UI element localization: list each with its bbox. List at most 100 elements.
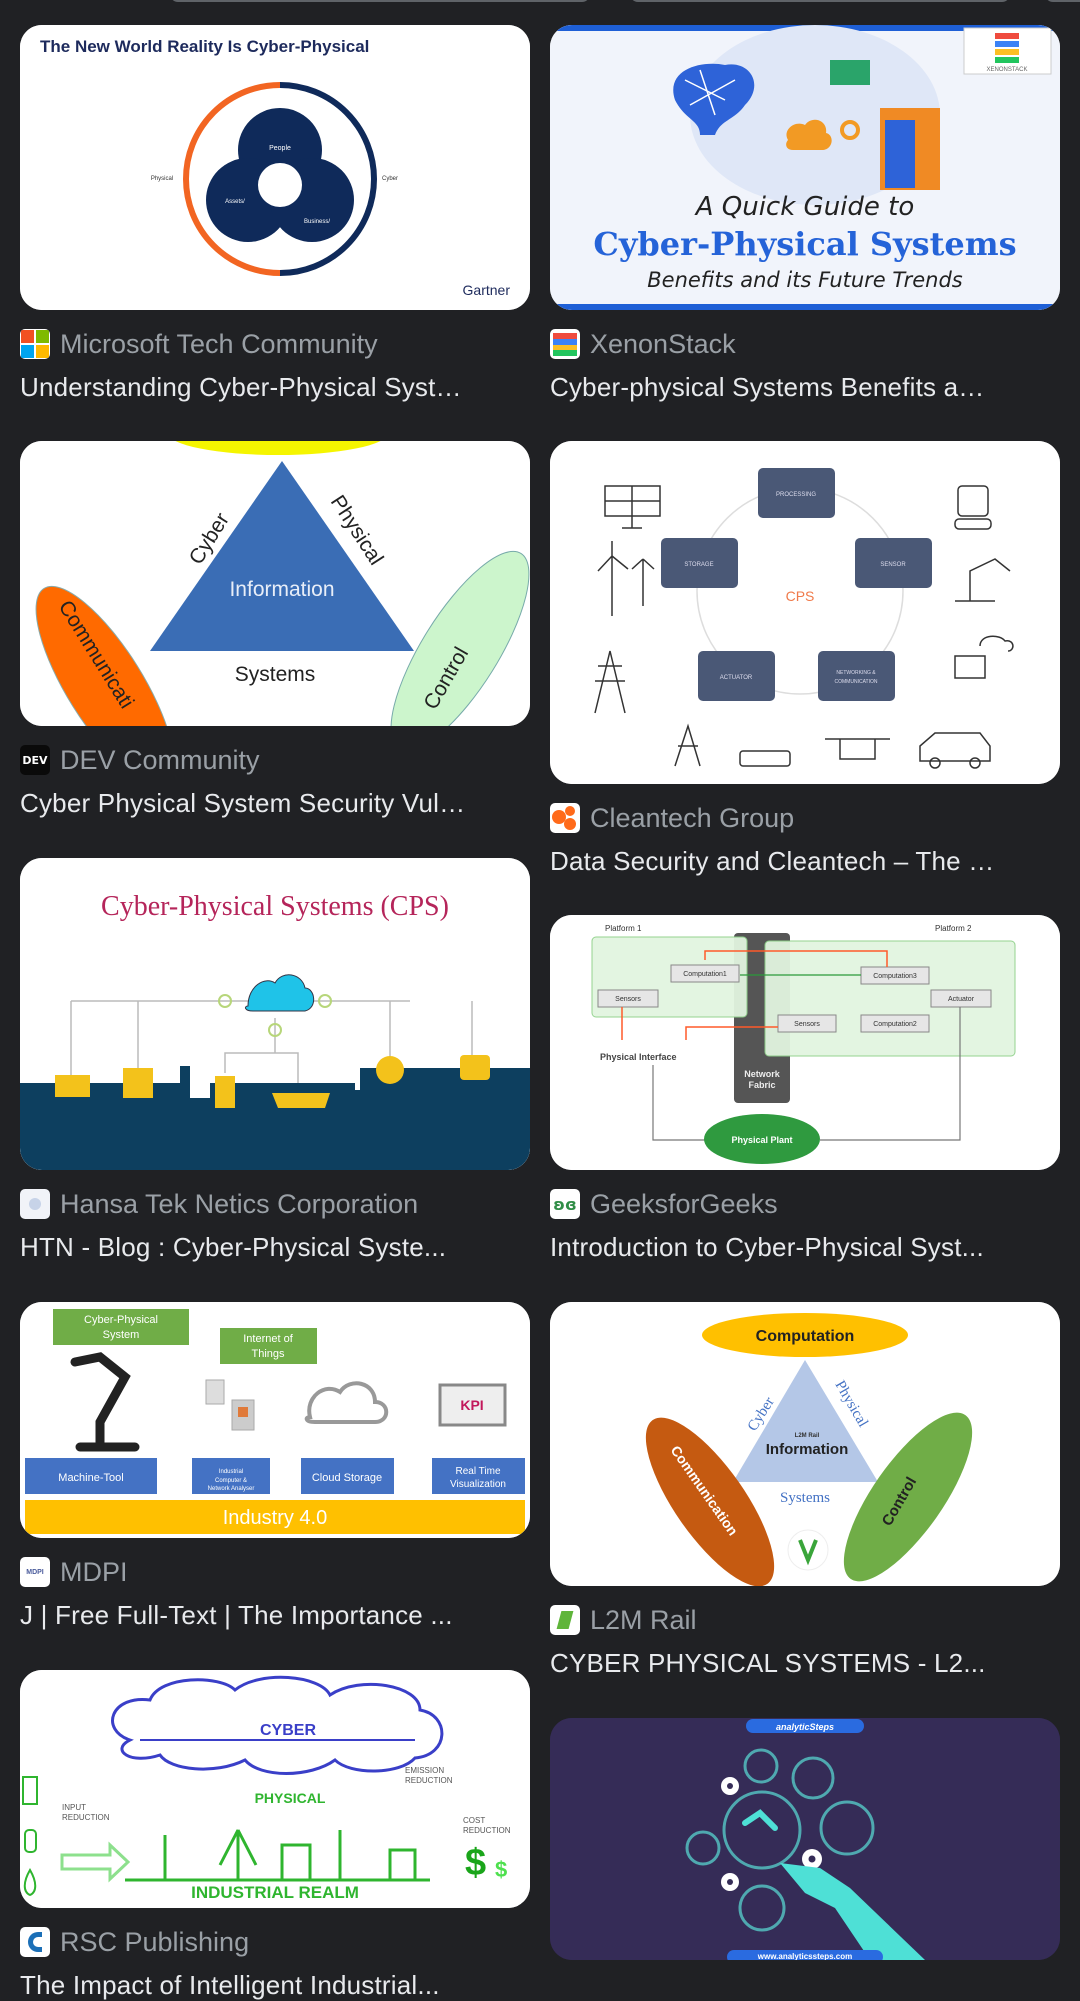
svg-text:REDUCTION: REDUCTION — [463, 1826, 511, 1835]
cps-platform-diagram: Platform 1 Platform 2 Network Fabric Com… — [550, 915, 1060, 1170]
svg-text:Platform 1: Platform 1 — [605, 924, 642, 933]
result-thumbnail[interactable]: Cyber-Physical System Internet of Things… — [20, 1302, 530, 1538]
result-source[interactable]: Microsoft Tech Community — [20, 328, 530, 360]
svg-text:Machine-Tool: Machine-Tool — [58, 1472, 123, 1484]
svg-text:REDUCTION: REDUCTION — [62, 1813, 110, 1822]
cps-components-diagram: CPS PROCESSING SENSOR NETWORKING & COMMU… — [550, 441, 1060, 784]
result-title[interactable]: Data Security and Cleantech – The … — [550, 846, 995, 876]
result-thumbnail[interactable]: XENONSTACK A Quick Guide to Cyber-Physic… — [550, 25, 1060, 310]
svg-text:Real Time: Real Time — [455, 1466, 500, 1477]
gartner-diagram: The New World Reality Is Cyber-Physical … — [20, 25, 530, 310]
source-name: MDPI — [60, 1556, 128, 1587]
source-name: XenonStack — [590, 328, 736, 359]
svg-text:Business/: Business/ — [304, 219, 330, 225]
svg-text:Things: Things — [251, 1348, 285, 1360]
svg-text:STORAGE: STORAGE — [684, 562, 713, 568]
cps-triangle-diagram: Information Systems Cyber Physical Commu… — [20, 441, 530, 726]
svg-text:People: People — [269, 145, 291, 152]
result-title[interactable]: Cyber-physical Systems Benefits a… — [550, 372, 985, 402]
svg-text:Computation3: Computation3 — [873, 973, 917, 980]
svg-text:ACTUATOR: ACTUATOR — [720, 675, 753, 681]
result-source[interactable]: DEV DEV Community — [20, 744, 530, 776]
svg-text:Physical Plant: Physical Plant — [731, 1135, 792, 1145]
filter-chip[interactable] — [170, 0, 590, 2]
image-result-card[interactable]: Computation L2M Rail Information Systems… — [550, 1302, 1060, 1679]
svg-text:Internet of: Internet of — [243, 1333, 293, 1345]
xenonstack-guide-banner: XENONSTACK A Quick Guide to Cyber-Physic… — [550, 25, 1060, 310]
image-result-card[interactable]: The New World Reality Is Cyber-Physical … — [20, 25, 530, 403]
svg-text:CPS: CPS — [786, 588, 815, 604]
result-title[interactable]: The Impact of Intelligent Industrial... — [20, 1970, 440, 2000]
svg-text:Systems: Systems — [235, 663, 316, 686]
cps-network-illustration: Cyber-Physical Systems (CPS) — [20, 858, 530, 1170]
l2m-rail-logo-icon — [550, 1605, 580, 1635]
xenonstack-logo-icon — [550, 329, 580, 359]
result-thumbnail[interactable]: CPS PROCESSING SENSOR NETWORKING & COMMU… — [550, 441, 1060, 784]
svg-text:analyticSteps: analyticSteps — [776, 1722, 834, 1732]
image-result-card[interactable]: Information Systems Cyber Physical Commu… — [20, 441, 530, 819]
result-source[interactable]: XenonStack — [550, 328, 1060, 360]
svg-text:L2M Rail: L2M Rail — [795, 1433, 820, 1439]
svg-text:Sensors: Sensors — [615, 996, 641, 1003]
svg-text:CYBER: CYBER — [260, 1722, 316, 1739]
svg-text:INPUT: INPUT — [62, 1803, 86, 1812]
svg-text:www.analyticssteps.com: www.analyticssteps.com — [757, 1952, 852, 1960]
result-title[interactable]: CYBER PHYSICAL SYSTEMS - L2... — [550, 1648, 986, 1678]
svg-text:Sensors: Sensors — [794, 1021, 820, 1028]
svg-text:Physical Interface: Physical Interface — [600, 1052, 677, 1062]
result-source[interactable]: Cleantech Group — [550, 802, 1060, 834]
mdpi-logo-icon: MDPI — [20, 1557, 50, 1587]
image-result-card[interactable]: Cyber-Physical Systems (CPS) Hansa Tek N… — [20, 858, 530, 1263]
image-result-card[interactable]: CYBER PHYSICAL INDUSTRIAL REALM INPUT RE… — [20, 1670, 530, 2001]
svg-text:SENSOR: SENSOR — [880, 562, 906, 568]
industry-4-diagram: Cyber-Physical System Internet of Things… — [20, 1302, 530, 1538]
result-source[interactable]: MDPI MDPI — [20, 1556, 530, 1588]
filter-chip[interactable] — [1045, 0, 1080, 2]
microsoft-logo-icon — [20, 329, 50, 359]
result-title[interactable]: Introduction to Cyber-Physical Syst... — [550, 1232, 984, 1262]
image-result-card[interactable]: Cyber-Physical System Internet of Things… — [20, 1302, 530, 1631]
svg-text:Computation2: Computation2 — [873, 1021, 917, 1028]
result-source[interactable]: RSC Publishing — [20, 1926, 530, 1958]
svg-text:Computation1: Computation1 — [683, 971, 727, 978]
result-title[interactable]: J | Free Full-Text | The Importance ... — [20, 1600, 453, 1630]
result-thumbnail[interactable]: Computation L2M Rail Information Systems… — [550, 1302, 1060, 1586]
svg-text:Computer &: Computer & — [215, 1478, 247, 1484]
result-title[interactable]: HTN - Blog : Cyber-Physical Syste... — [20, 1232, 447, 1262]
image-heading: The New World Reality Is Cyber-Physical — [40, 37, 369, 56]
svg-text:PHYSICAL: PHYSICAL — [255, 1790, 326, 1806]
result-thumbnail[interactable]: Cyber-Physical Systems (CPS) — [20, 858, 530, 1170]
result-thumbnail[interactable]: Platform 1 Platform 2 Network Fabric Com… — [550, 915, 1060, 1170]
cps-triangle-diagram-l2m: Computation L2M Rail Information Systems… — [550, 1302, 1060, 1586]
svg-text:EMISSION: EMISSION — [405, 1766, 444, 1775]
svg-text:Cyber-Physical: Cyber-Physical — [84, 1314, 158, 1326]
dev-logo-icon: DEV — [20, 745, 50, 775]
image-result-card[interactable]: Platform 1 Platform 2 Network Fabric Com… — [550, 915, 1060, 1263]
svg-text:Benefits and its Future Trends: Benefits and its Future Trends — [647, 268, 963, 292]
result-thumbnail[interactable]: analyticSteps www.analyticssteps.com — [550, 1718, 1060, 1960]
svg-text:Platform 2: Platform 2 — [935, 924, 972, 933]
svg-text:$: $ — [495, 1857, 507, 1882]
result-thumbnail[interactable]: Information Systems Cyber Physical Commu… — [20, 441, 530, 726]
result-source[interactable]: ʚɞ GeeksforGeeks — [550, 1188, 1060, 1220]
svg-text:COMMUNICATION: COMMUNICATION — [835, 679, 878, 685]
source-name: GeeksforGeeks — [590, 1188, 778, 1219]
image-result-card[interactable]: XENONSTACK A Quick Guide to Cyber-Physic… — [550, 25, 1060, 403]
result-source[interactable]: L2M Rail — [550, 1604, 1060, 1636]
source-name: Cleantech Group — [590, 802, 795, 833]
result-thumbnail[interactable]: The New World Reality Is Cyber-Physical … — [20, 25, 530, 310]
cyber-industrial-realm-diagram: CYBER PHYSICAL INDUSTRIAL REALM INPUT RE… — [20, 1670, 530, 1908]
svg-text:NETWORKING &: NETWORKING & — [836, 670, 876, 676]
svg-text:$: $ — [465, 1842, 486, 1884]
result-source[interactable]: Hansa Tek Netics Corporation — [20, 1188, 530, 1220]
image-result-card[interactable]: analyticSteps www.analyticssteps.com — [550, 1718, 1060, 1960]
dev-logo-text: DEV — [22, 753, 48, 767]
svg-text:Cyber: Cyber — [382, 176, 398, 182]
svg-text:PROCESSING: PROCESSING — [776, 492, 816, 498]
result-title[interactable]: Cyber Physical System Security Vul… — [20, 788, 466, 818]
result-thumbnail[interactable]: CYBER PHYSICAL INDUSTRIAL REALM INPUT RE… — [20, 1670, 530, 1908]
image-result-card[interactable]: CPS PROCESSING SENSOR NETWORKING & COMMU… — [550, 441, 1060, 877]
result-title[interactable]: Understanding Cyber-Physical Syst… — [20, 372, 462, 402]
filter-chip[interactable] — [630, 0, 1010, 2]
svg-text:Information: Information — [229, 578, 334, 601]
